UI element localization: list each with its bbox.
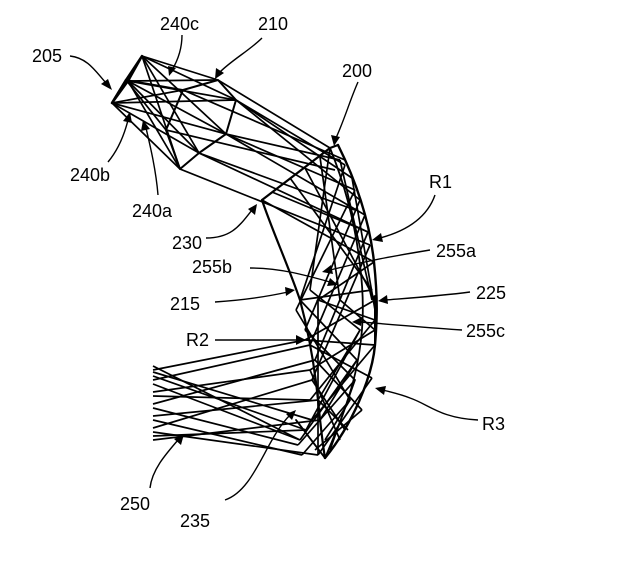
label-250: 250 [120, 494, 150, 514]
display-face-205 [110, 78, 128, 105]
ray-bundle [111, 55, 377, 459]
label-R3: R3 [482, 414, 505, 434]
label-255a: 255a [436, 241, 477, 261]
reference-labels: 205 240c 210 200 240b 240a R1 230 255a 2… [32, 14, 506, 531]
label-210: 210 [258, 14, 288, 34]
label-230: 230 [172, 233, 202, 253]
label-R1: R1 [429, 172, 452, 192]
label-240c: 240c [160, 14, 199, 34]
label-255c: 255c [466, 321, 505, 341]
label-200: 200 [342, 61, 372, 81]
label-240a: 240a [132, 201, 173, 221]
label-240b: 240b [70, 165, 110, 185]
label-255b: 255b [192, 257, 232, 277]
label-235: 235 [180, 511, 210, 531]
label-225: 225 [476, 283, 506, 303]
label-215: 215 [170, 294, 200, 314]
label-R2: R2 [186, 330, 209, 350]
label-205: 205 [32, 46, 62, 66]
leader-lines [69, 34, 479, 501]
